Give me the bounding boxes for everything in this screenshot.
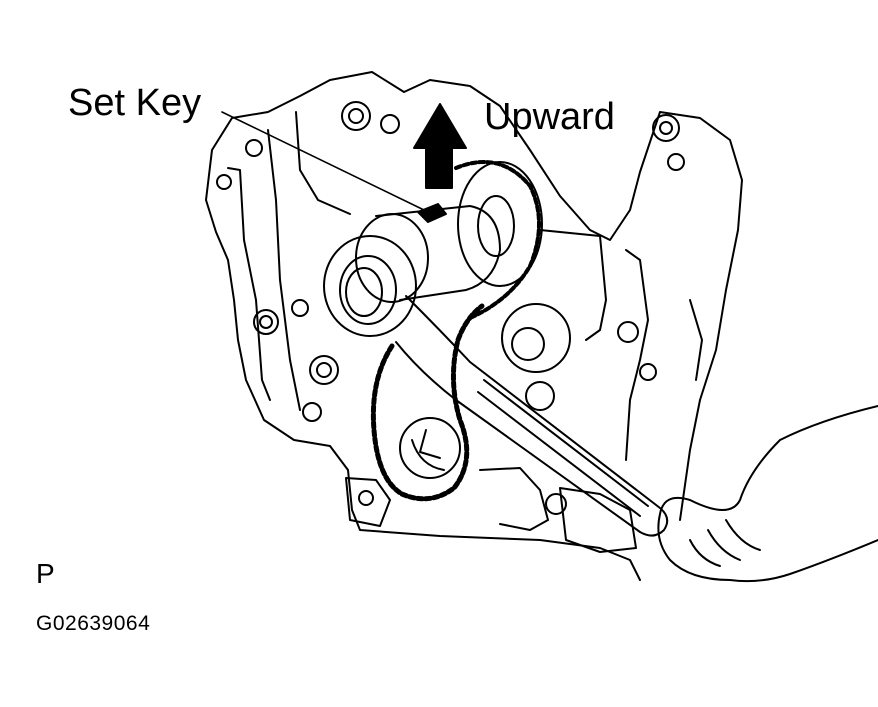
set-key-label: Set Key — [68, 82, 202, 124]
figure-id-label: G02639064 — [36, 612, 151, 635]
bolt-hole — [660, 122, 672, 134]
idler-pulley-lower-detail — [412, 430, 444, 470]
bolt-hole — [310, 356, 338, 384]
wrench-handle — [396, 296, 667, 536]
bolt-hole — [260, 316, 272, 328]
block-edge-right — [690, 300, 702, 380]
block-panel-right — [540, 230, 606, 340]
bolt-hole — [546, 494, 566, 514]
bolt-hole — [668, 154, 684, 170]
bolt-hole — [618, 322, 638, 342]
wrench-ring-inner — [340, 256, 396, 324]
bolt-hole — [254, 310, 278, 334]
idler-pulley-upper-hub — [512, 328, 544, 360]
hand-outline — [658, 406, 878, 581]
timing-chain — [373, 306, 482, 499]
set-key-marker — [418, 204, 446, 222]
cam-chain-upper — [456, 162, 539, 318]
camshaft-body — [376, 206, 500, 300]
bolt-hole — [246, 140, 262, 156]
lower-bracket — [480, 468, 548, 530]
block-rib-mid — [268, 130, 300, 410]
bolt-hole — [653, 115, 679, 141]
block-rib-left — [228, 168, 270, 400]
view-code-label: P — [36, 558, 55, 589]
cam-sprocket-hub — [478, 196, 514, 256]
hand-fingers — [690, 520, 760, 566]
idler-pulley-upper — [502, 304, 570, 372]
lower-housing-right — [560, 488, 636, 552]
bolt-hole — [317, 363, 331, 377]
wrench-handle-groove — [478, 380, 648, 516]
wrench-ring-outer — [324, 236, 416, 336]
upward-label: Upward — [484, 96, 615, 138]
bolt-hole — [342, 102, 370, 130]
block-panel-right-inner — [626, 250, 648, 460]
idler-pulley-lower — [400, 418, 460, 478]
bolt-hole — [349, 109, 363, 123]
wrench-ring-bore — [346, 268, 382, 316]
camshaft-face — [356, 214, 428, 302]
bolt-hole — [359, 491, 373, 505]
block-rib-top — [296, 112, 350, 214]
lower-housing — [346, 478, 390, 526]
upward-arrow-icon — [414, 104, 466, 188]
bolt-hole — [303, 403, 321, 421]
bolt-hole — [217, 175, 231, 189]
bolt-hole — [640, 364, 656, 380]
bolt-hole — [292, 300, 308, 316]
set-key-leader — [222, 112, 424, 210]
small-pulley — [526, 382, 554, 410]
bolt-hole — [381, 115, 399, 133]
cam-sprocket — [458, 162, 542, 286]
